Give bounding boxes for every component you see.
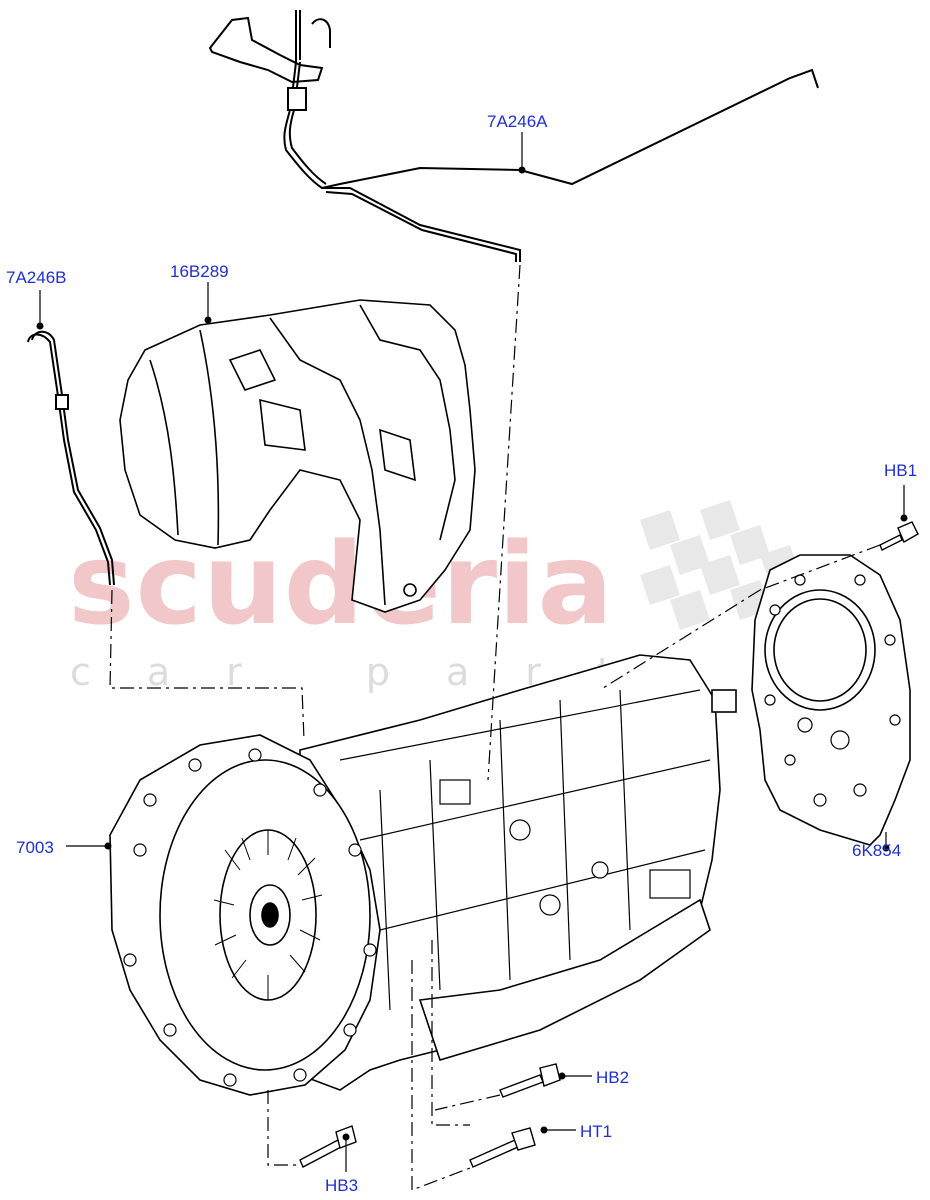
watermark-logo-text: scuderia bbox=[68, 520, 615, 650]
stud-ht1 bbox=[469, 1127, 536, 1168]
callout-label-hb1: HB1 bbox=[884, 461, 918, 480]
heat-shield-16b289 bbox=[119, 299, 476, 613]
adapter-plate-6k854 bbox=[751, 554, 911, 846]
callout-label-ht1: HT1 bbox=[580, 1122, 613, 1141]
bolt-hb1 bbox=[879, 521, 919, 551]
bolt-hb2 bbox=[499, 1063, 561, 1098]
callout-label-hb2: HB2 bbox=[596, 1068, 630, 1087]
callout-label-7a246a: 7A246A bbox=[487, 112, 548, 131]
callout-label-6k854: 6K854 bbox=[852, 841, 902, 860]
callout-label-hb3: HB3 bbox=[325, 1176, 359, 1195]
cooler-pipe-7a246a bbox=[208, 10, 819, 262]
callout-label-7003: 7003 bbox=[16, 838, 54, 857]
callout-label-16b289: 16B289 bbox=[170, 262, 229, 281]
transmission-7003 bbox=[109, 654, 737, 1096]
cooler-pipe-7a246b bbox=[27, 330, 115, 586]
assembly-lines bbox=[109, 264, 881, 1191]
bolt-hb3 bbox=[299, 1125, 357, 1168]
callout-label-7a246b: 7A246B bbox=[6, 268, 67, 287]
